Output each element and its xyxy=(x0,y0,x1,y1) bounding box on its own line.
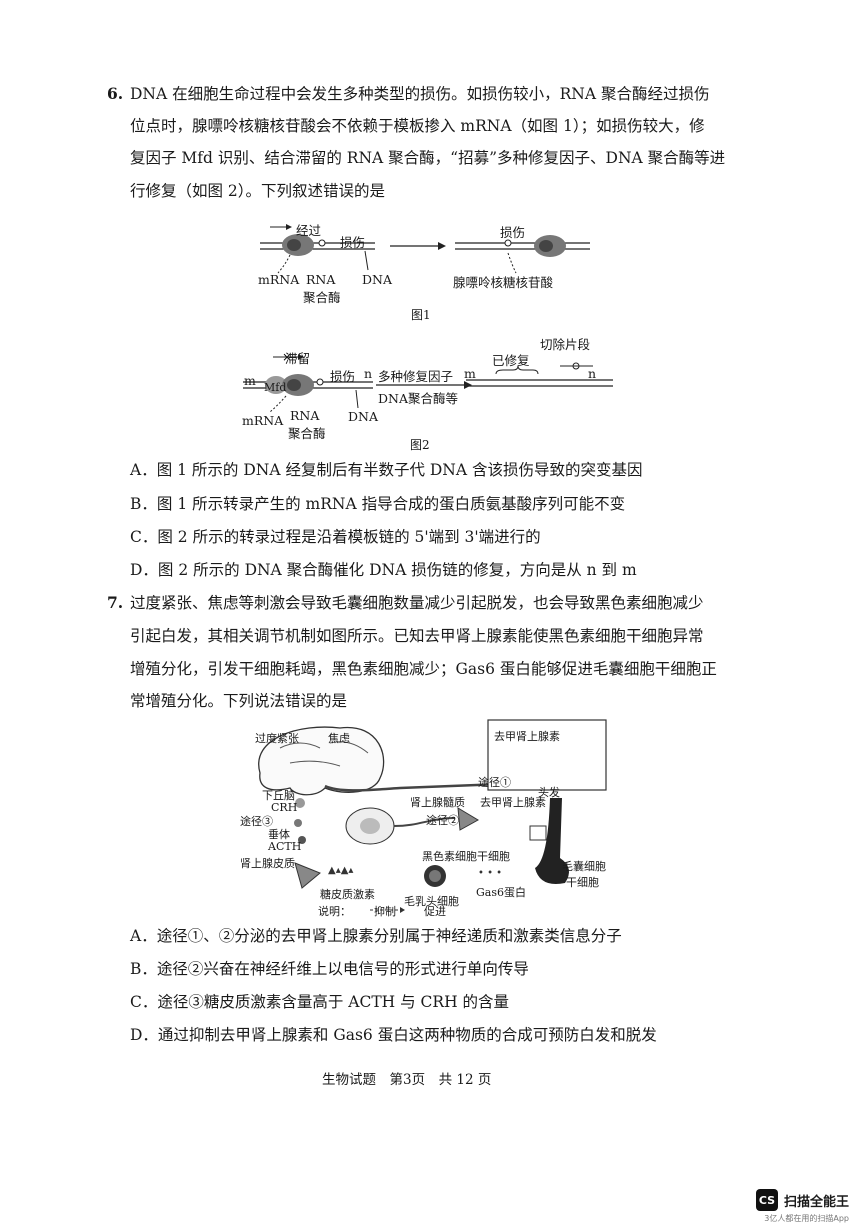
fig2-rna-label: RNA xyxy=(290,408,320,423)
fig2-dna-polymerase-label: DNA聚合酶等 xyxy=(378,391,458,406)
q7-follicle-label-2: 干细胞 xyxy=(566,876,599,889)
fig1-dna-label: DNA xyxy=(362,272,392,287)
figure-1-caption: 图1 xyxy=(411,308,431,322)
q7-norepi-label: 去甲肾上腺素 xyxy=(480,796,546,809)
fig2-mrna-label: mRNA xyxy=(242,413,284,428)
fig2-mfd-label: Mfd xyxy=(264,381,287,394)
q7-anxiety-label: 焦虑 xyxy=(328,732,350,745)
fig1-rna-label: RNA xyxy=(306,272,336,287)
q7-stem-line-3: 增殖分化，引发干细胞耗竭，黑色素细胞减少；Gas6 蛋白能够促进毛囊细胞干细胞正 xyxy=(130,660,717,678)
q7-stem-line-4: 常增殖分化。下列说法错误的是 xyxy=(130,692,348,710)
q6-stem-line-4: 行修复（如图 2）。下列叙述错误的是 xyxy=(130,182,386,200)
q6-stem-line-2: 位点时，腺嘌呤核糖核苷酸会不依赖于模板掺入 mRNA（如图 1）；如损伤较大，修 xyxy=(130,117,705,135)
scanner-logo-icon: CS xyxy=(755,1189,778,1211)
q7-hypothalamus-label: 下丘脑 xyxy=(262,789,295,802)
fig2-m2-label: m xyxy=(464,366,476,381)
q7-route2-label: 途径② xyxy=(426,814,459,827)
q6-stem-line-3: 复因子 Mfd 识别、结合滞留的 RNA 聚合酶，“招募”多种修复因子、DNA … xyxy=(130,149,726,167)
q7-medulla-label: 肾上腺髓质 xyxy=(410,796,465,809)
fig2-n-label: n xyxy=(364,366,373,381)
q7-option-c[interactable]: C．途径③糖皮质激素含量高于 ACTH 与 CRH 的含量 xyxy=(130,993,510,1011)
fig2-stalled-label: 滞留 xyxy=(285,351,311,366)
q7-norepi-box-label: 去甲肾上腺素 xyxy=(494,730,560,743)
q7-cortex-label: 肾上腺皮质 xyxy=(240,857,295,870)
scanner-tagline: 3亿人都在用的扫描App xyxy=(764,1214,849,1223)
q7-legend-label: 说明： xyxy=(318,905,351,918)
svg-text:• • •: • • • xyxy=(478,868,502,879)
q7-stem-line-2: 引起白发，其相关调节机制如图所示。已知去甲肾上腺素能使黑色素细胞干细胞异常 xyxy=(130,627,704,645)
q7-crh-label: CRH xyxy=(271,801,298,814)
fig2-polymerase-label: 聚合酶 xyxy=(288,426,326,441)
scanner-app-name: 扫描全能王 xyxy=(783,1194,849,1210)
q7-papilla-label: 毛乳头细胞 xyxy=(404,895,459,908)
fig2-repaired-label: 已修复 xyxy=(492,353,530,368)
scanner-watermark: CS 扫描全能王 xyxy=(755,1189,849,1211)
fig1-passing-label: 经过 xyxy=(296,223,322,238)
q7-option-a[interactable]: A．途径①、②分泌的去甲肾上腺素分别属于神经递质和激素类信息分子 xyxy=(130,927,622,945)
q7-regulation-diagram: ▲▴▲▴ • • • xyxy=(258,719,607,913)
figure-2-diagram: × xyxy=(243,350,613,413)
q7-follicle-label-1: 毛囊细胞 xyxy=(562,860,606,873)
q7-promote-label: 促进 xyxy=(424,905,446,918)
svg-text:▲▴▲▴: ▲▴▲▴ xyxy=(328,865,353,876)
q7-route1-label: 途径① xyxy=(478,776,511,789)
fig2-m-label: m xyxy=(244,373,256,388)
fig2-n2-label: n xyxy=(588,366,597,381)
q7-acth-label: ACTH xyxy=(268,840,302,853)
figure-2-caption: 图2 xyxy=(410,438,430,452)
question-6-number: 6. xyxy=(107,84,124,103)
question-7-number: 7. xyxy=(107,593,124,612)
q7-pituitary-label: 垂体 xyxy=(268,828,290,841)
q6-option-c[interactable]: C．图 2 所示的转录过程是沿着模板链的 5'端到 3'端进行的 xyxy=(130,528,541,546)
fig1-adenine-label: 腺嘌呤核糖核苷酸 xyxy=(453,275,554,290)
q7-inhibit-label: 抑制 xyxy=(374,905,396,918)
fig1-damage-label: 损伤 xyxy=(340,235,366,250)
fig2-dna-label: DNA xyxy=(348,409,378,424)
q7-option-d[interactable]: D．通过抑制去甲肾上腺素和 Gas6 蛋白这两种物质的合成可预防白发和脱发 xyxy=(130,1026,657,1044)
fig1-polymerase-label: 聚合酶 xyxy=(303,290,341,305)
fig2-excised-label: 切除片段 xyxy=(540,337,591,352)
svg-text:×: × xyxy=(282,350,292,364)
q7-glucocorticoid-label: 糖皮质激素 xyxy=(320,888,375,901)
q7-stress-label: 过度紧张 xyxy=(255,732,299,745)
q7-option-b[interactable]: B．途径②兴奋在神经纤维上以电信号的形式进行单向传导 xyxy=(130,960,529,978)
q7-route3-label: 途径③ xyxy=(240,815,273,828)
q7-stem-line-1: 过度紧张、焦虑等刺激会导致毛囊细胞数量减少引起脱发，也会导致黑色素细胞减少 xyxy=(130,594,704,612)
fig2-repair-factors-label: 多种修复因子 xyxy=(378,369,454,384)
q7-hair-label: 头发 xyxy=(538,786,560,799)
page-footer: 生物试题 第3页 共 12 页 xyxy=(322,1072,492,1088)
q7-melanocyte-stem-label: 黑色素细胞干细胞 xyxy=(422,850,510,863)
q7-gas6-label: Gas6蛋白 xyxy=(476,886,526,899)
figure-1-diagram xyxy=(260,224,590,274)
q6-option-b[interactable]: B．图 1 所示转录产生的 mRNA 指导合成的蛋白质氨基酸序列可能不变 xyxy=(130,495,626,513)
fig1-mrna-label: mRNA xyxy=(258,272,300,287)
q6-option-d[interactable]: D．图 2 所示的 DNA 聚合酶催化 DNA 损伤链的修复，方向是从 n 到 … xyxy=(130,561,637,579)
q6-stem-line-1: DNA 在细胞生命过程中会发生多种类型的损伤。如损伤较小，RNA 聚合酶经过损伤 xyxy=(130,85,710,103)
fig2-damage-label: 损伤 xyxy=(330,369,356,384)
q6-option-a[interactable]: A．图 1 所示的 DNA 经复制后有半数子代 DNA 含该损伤导致的突变基因 xyxy=(130,461,643,479)
fig1-damage2-label: 损伤 xyxy=(500,225,526,240)
